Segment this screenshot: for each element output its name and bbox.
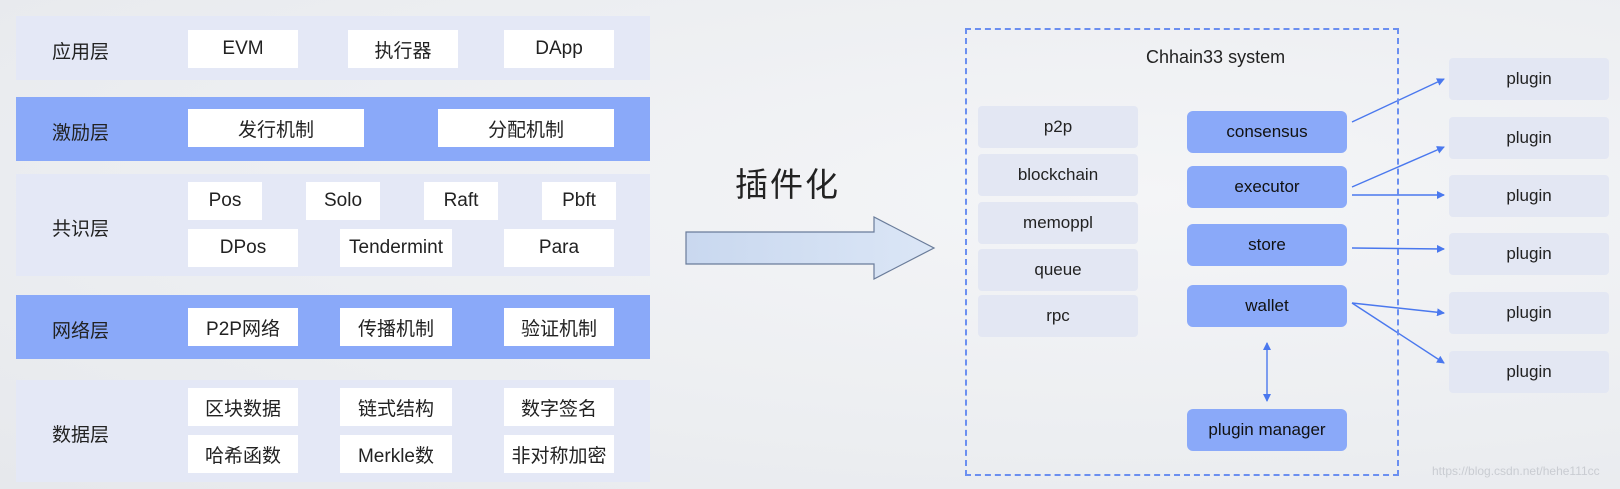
plugin-box: plugin <box>1449 58 1609 100</box>
layer-application: 应用层 EVM 执行器 DApp <box>16 16 650 80</box>
layer-network: 网络层 P2P网络 传播机制 验证机制 <box>16 295 650 359</box>
layer-data: 数据层 区块数据 链式结构 数字签名 哈希函数 Merkle数 非对称加密 <box>16 380 650 482</box>
big-arrow-shape <box>685 216 936 280</box>
layer-item: 发行机制 <box>188 109 364 147</box>
layer-item: Solo <box>306 182 380 220</box>
core-consensus: consensus <box>1187 111 1347 153</box>
layer-item: 链式结构 <box>340 388 452 426</box>
plugin-box: plugin <box>1449 351 1609 393</box>
module-p2p: p2p <box>978 106 1138 148</box>
layer-item: 执行器 <box>348 30 458 68</box>
layer-name: 激励层 <box>52 123 110 144</box>
layer-item: 数字签名 <box>504 388 614 426</box>
plugin-box: plugin <box>1449 233 1609 275</box>
layer-item: 非对称加密 <box>504 435 614 473</box>
plugin-box: plugin <box>1449 117 1609 159</box>
layer-name: 数据层 <box>52 425 110 446</box>
layer-item: 传播机制 <box>340 308 452 346</box>
layer-item: DApp <box>504 30 614 68</box>
layer-name: 共识层 <box>52 219 110 240</box>
core-wallet: wallet <box>1187 285 1347 327</box>
core-executor: executor <box>1187 166 1347 208</box>
arrow-label: 插件化 <box>735 166 840 203</box>
plugin-box: plugin <box>1449 175 1609 217</box>
layer-incentive: 激励层 发行机制 分配机制 <box>16 97 650 161</box>
layer-item: Pos <box>188 182 262 220</box>
layer-item: Pbft <box>542 182 616 220</box>
layer-item: Raft <box>424 182 498 220</box>
system-frame <box>965 28 1399 476</box>
layer-item: Merkle数 <box>340 435 452 473</box>
layer-item: 区块数据 <box>188 388 298 426</box>
layer-item: DPos <box>188 229 298 267</box>
layer-item: EVM <box>188 30 298 68</box>
module-queue: queue <box>978 249 1138 291</box>
layer-name: 网络层 <box>52 321 110 342</box>
layer-name: 应用层 <box>52 42 110 63</box>
module-memoppl: memoppl <box>978 202 1138 244</box>
plugin-box: plugin <box>1449 292 1609 334</box>
watermark: https://blog.csdn.net/hehe111cc <box>1432 464 1600 478</box>
system-title: Chhain33 system <box>1146 47 1286 67</box>
layer-item: 验证机制 <box>504 308 614 346</box>
layer-item: Para <box>504 229 614 267</box>
layer-item: 分配机制 <box>438 109 614 147</box>
module-blockchain: blockchain <box>978 154 1138 196</box>
layer-item: P2P网络 <box>188 308 298 346</box>
plugin-manager: plugin manager <box>1187 409 1347 451</box>
module-rpc: rpc <box>978 295 1138 337</box>
layer-item: Tendermint <box>340 229 452 267</box>
core-store: store <box>1187 224 1347 266</box>
layer-consensus: 共识层 Pos Solo Raft Pbft DPos Tendermint P… <box>16 174 650 276</box>
layer-item: 哈希函数 <box>188 435 298 473</box>
